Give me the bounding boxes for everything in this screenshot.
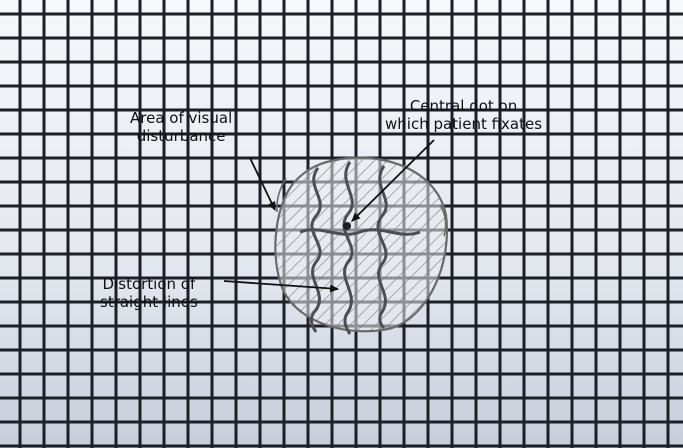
label-central-line-1: Central dot on <box>385 97 542 115</box>
label-area-line-2: disturbance <box>130 127 232 145</box>
label-area-of-visual-disturbance: Area of visual disturbance <box>130 109 232 145</box>
label-distortion-line-2: straight lines <box>100 293 198 311</box>
label-area-line-1: Area of visual <box>130 109 232 127</box>
label-distortion-line-1: Distortion of <box>100 275 198 293</box>
label-central-dot: Central dot on which patient fixates <box>385 97 542 133</box>
label-central-line-2: which patient fixates <box>385 115 542 133</box>
central-dot <box>343 222 351 230</box>
label-distortion: Distortion of straight lines <box>100 275 198 311</box>
